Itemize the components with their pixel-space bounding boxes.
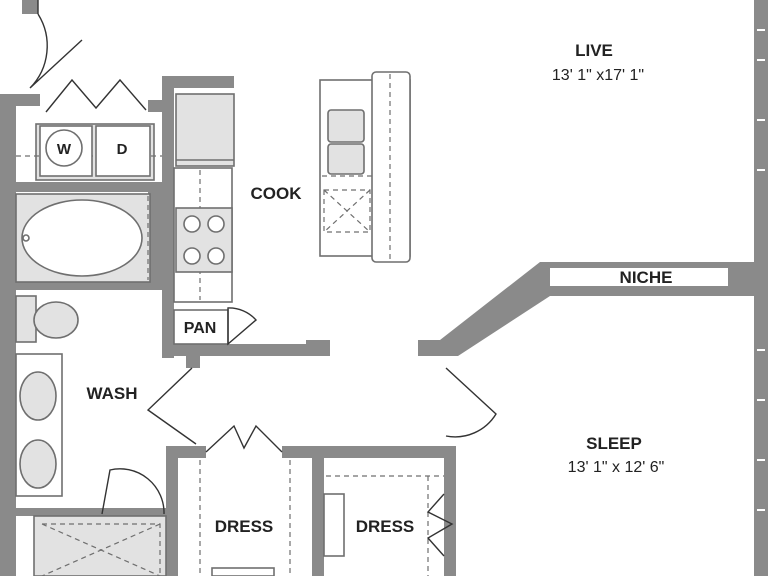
- room-dims-live: 13' 1" x17' 1": [552, 67, 644, 84]
- room-label-sleep: SLEEP: [586, 434, 642, 453]
- wall-bedroom-post: [418, 340, 444, 356]
- toilet-bowl: [33, 301, 79, 339]
- wall-niche-diagonal: [440, 262, 550, 356]
- wall-closet-left: [166, 446, 178, 576]
- fridge: [175, 93, 235, 167]
- stove: [175, 207, 233, 273]
- wall-top-left-stub: [22, 0, 38, 14]
- wall-left-exterior: [0, 98, 16, 576]
- room-label-niche: NICHE: [620, 268, 673, 287]
- wall-shower-top: [16, 508, 166, 516]
- wall-niche-right: [728, 262, 754, 296]
- bedroom-door[interactable]: [445, 367, 497, 438]
- dryer: [95, 125, 151, 177]
- washer-drum: [45, 129, 83, 167]
- dishwasher: [323, 189, 371, 233]
- wall-closet-mid: [312, 446, 324, 576]
- windows: [757, 29, 765, 511]
- island-bar: [371, 71, 411, 263]
- room-label-dress-left: DRESS: [215, 517, 274, 536]
- wall-bath-divider: [16, 282, 164, 290]
- wall-closet-right: [444, 446, 456, 576]
- burner-3: [183, 247, 201, 265]
- burner-2: [207, 215, 225, 233]
- sink-lower: [19, 439, 57, 489]
- wall-kitchen-top: [162, 76, 234, 88]
- room-label-wash: WASH: [87, 384, 138, 403]
- burner-4: [207, 247, 225, 265]
- washer-label: W: [57, 141, 72, 158]
- pantry-door[interactable]: [227, 307, 257, 346]
- burner-1: [183, 215, 201, 233]
- wall-niche-top: [540, 262, 754, 268]
- pantry: [173, 309, 229, 345]
- dryer-label: D: [117, 141, 128, 158]
- shower-door[interactable]: [101, 468, 165, 515]
- wall-left-top: [0, 94, 40, 106]
- entry-door[interactable]: [29, 0, 83, 89]
- closet-left-bifold-door[interactable]: [205, 424, 283, 453]
- niche: [570, 268, 728, 286]
- closet-right-shelf: [323, 493, 345, 557]
- closet-right-bifold-door[interactable]: [426, 493, 454, 557]
- room-label-cook: COOK: [251, 184, 303, 203]
- wall-bath-right: [148, 192, 162, 284]
- wall-pantry-bottom: [162, 344, 330, 356]
- wall-niche-bottom: [540, 286, 754, 296]
- room-label-dress-right: DRESS: [356, 517, 415, 536]
- room-dims-sleep: 13' 1" x 12' 6": [568, 459, 665, 476]
- closet-left-shelf: [211, 567, 275, 576]
- wall-closet-top-right: [282, 446, 456, 458]
- sink-basin-1: [327, 109, 365, 143]
- wall-laundry-right: [162, 76, 174, 358]
- laundry-bifold-door[interactable]: [45, 78, 147, 113]
- wall-pantry-stub: [306, 340, 330, 356]
- wall-laundry-bottom: [16, 182, 164, 192]
- room-label-live: LIVE: [575, 41, 613, 60]
- sink-basin-2: [327, 143, 365, 175]
- toilet-tank: [15, 295, 37, 343]
- tub-drain: [22, 234, 30, 242]
- wash-door[interactable]: [146, 367, 197, 445]
- wall-right-exterior: [754, 0, 768, 576]
- wall-wash-door-post: [186, 344, 200, 368]
- shower: [33, 515, 167, 576]
- tub-basin: [21, 199, 143, 277]
- shower-dash: [41, 523, 161, 576]
- sink-upper: [19, 371, 57, 421]
- room-label-pan: PAN: [184, 320, 217, 337]
